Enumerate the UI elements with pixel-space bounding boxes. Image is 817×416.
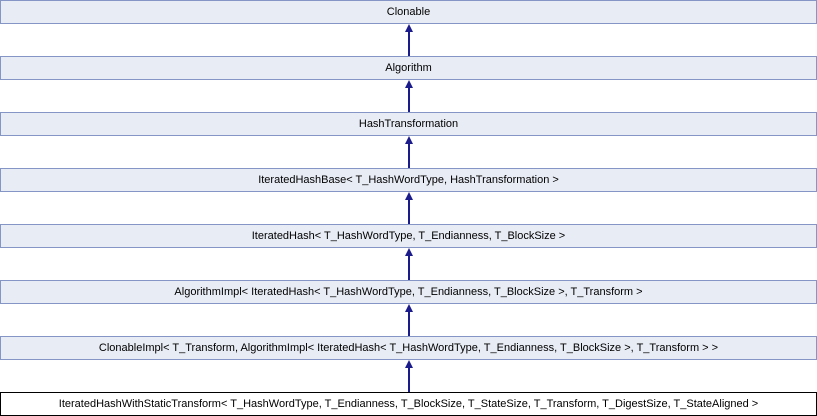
inheritance-arrow [404, 360, 414, 392]
class-node-iteratedhashbase[interactable]: IteratedHashBase< T_HashWordType, HashTr… [0, 168, 817, 192]
inheritance-arrow [404, 136, 414, 168]
arrow-shaft [407, 200, 410, 224]
class-node-iteratedhash[interactable]: IteratedHash< T_HashWordType, T_Endianne… [0, 224, 817, 248]
class-node-iteratedhashwithstatictransform: IteratedHashWithStaticTransform< T_HashW… [0, 392, 817, 416]
class-node-clonableimpl[interactable]: ClonableImpl< T_Transform, AlgorithmImpl… [0, 336, 817, 360]
arrow-up-icon [404, 136, 413, 144]
arrow-shaft [407, 256, 410, 280]
arrow-shaft [407, 32, 410, 56]
arrow-up-icon [404, 80, 413, 88]
arrow-shaft [407, 312, 410, 336]
inheritance-arrow [404, 80, 414, 112]
arrow-shaft [407, 368, 410, 392]
arrow-up-icon [404, 304, 413, 312]
class-node-clonable[interactable]: Clonable [0, 0, 817, 24]
arrow-shaft [407, 144, 410, 168]
class-node-algorithmimpl[interactable]: AlgorithmImpl< IteratedHash< T_HashWordT… [0, 280, 817, 304]
arrow-up-icon [404, 360, 413, 368]
class-node-algorithm[interactable]: Algorithm [0, 56, 817, 80]
class-node-label: IteratedHashWithStaticTransform< T_HashW… [58, 398, 759, 410]
inheritance-arrow [404, 192, 414, 224]
arrow-up-icon [404, 24, 413, 32]
arrow-up-icon [404, 248, 413, 256]
class-node-label: HashTransformation [358, 118, 459, 130]
inheritance-arrow [404, 304, 414, 336]
class-node-label: ClonableImpl< T_Transform, AlgorithmImpl… [98, 342, 719, 354]
class-node-label: IteratedHash< T_HashWordType, T_Endianne… [251, 230, 566, 242]
class-node-label: Clonable [386, 6, 431, 18]
arrow-shaft [407, 88, 410, 112]
class-node-label: Algorithm [385, 62, 432, 74]
class-node-hashtransformation[interactable]: HashTransformation [0, 112, 817, 136]
class-node-label: AlgorithmImpl< IteratedHash< T_HashWordT… [174, 286, 643, 298]
inheritance-arrow [404, 24, 414, 56]
inheritance-arrow [404, 248, 414, 280]
class-node-label: IteratedHashBase< T_HashWordType, HashTr… [258, 174, 559, 186]
arrow-up-icon [404, 192, 413, 200]
